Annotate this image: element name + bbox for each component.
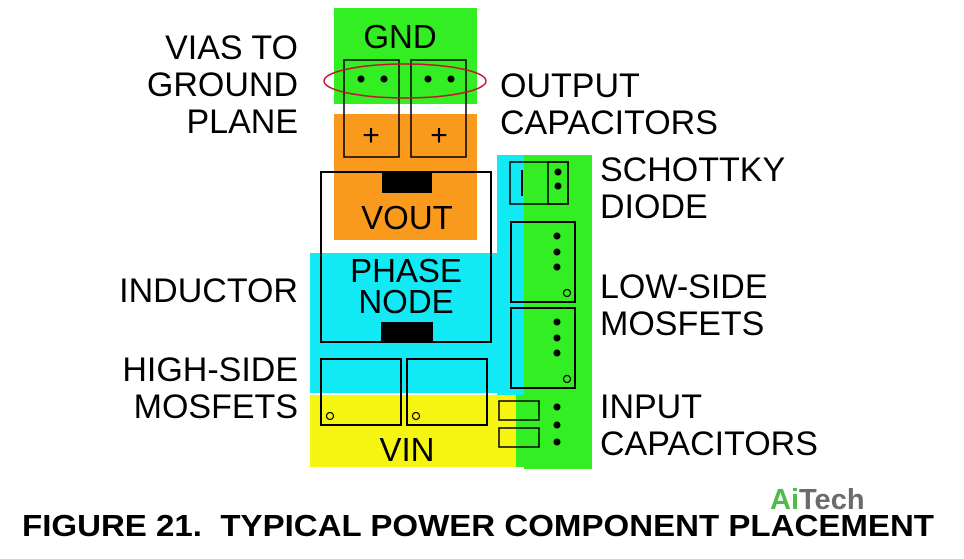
pin1-marker <box>411 411 421 421</box>
label-lowside-line1: LOW-SIDE <box>600 268 768 306</box>
via-dot <box>357 75 365 83</box>
high-side-mosfet-right <box>406 358 488 426</box>
figure-caption: FIGURE 21. TYPICAL POWER COMPONENT PLACE… <box>22 508 934 543</box>
via-dot <box>380 75 388 83</box>
label-output-line1: OUTPUT <box>500 67 640 105</box>
label-vias-line1: VIAS TO <box>165 29 298 67</box>
via-dot <box>424 75 432 83</box>
vout-zone-label: VOUT <box>361 199 453 236</box>
label-highside-line2: MOSFETS <box>134 388 298 426</box>
logo-tech-text: Tech <box>799 484 865 516</box>
output-capacitor-left <box>343 59 400 158</box>
gnd-zone-right-strip <box>516 395 526 467</box>
via-dot <box>554 168 562 176</box>
via-dot <box>553 421 561 429</box>
via-highlight-ring <box>323 63 487 99</box>
low-side-mosfet-bottom <box>510 307 576 389</box>
schottky-pad <box>547 161 569 205</box>
phase-node-label-line1: PHASE <box>350 252 462 289</box>
via-dot <box>553 438 561 446</box>
vin-zone <box>310 395 516 467</box>
low-side-mosfet-top <box>510 221 576 303</box>
input-capacitor-top <box>498 400 540 421</box>
inductor-pad-top <box>382 173 432 193</box>
via-dot <box>553 232 561 240</box>
via-dot <box>553 334 561 342</box>
via-dot <box>553 263 561 271</box>
logo-ai-text: Ai <box>770 484 799 516</box>
label-vias-line3: PLANE <box>187 103 299 141</box>
via-dot <box>553 403 561 411</box>
label-highside-line1: HIGH-SIDE <box>122 351 298 389</box>
gnd-zone-label: GND <box>363 18 436 55</box>
label-input-line1: INPUT <box>600 388 702 426</box>
pin1-marker <box>562 288 572 298</box>
via-dot <box>553 248 561 256</box>
pin1-marker <box>325 411 335 421</box>
via-dot <box>553 318 561 326</box>
label-input-line2: CAPACITORS <box>600 425 818 463</box>
input-capacitor-bottom <box>498 427 540 448</box>
inductor-pad-bottom <box>381 322 433 342</box>
via-dot <box>554 182 562 190</box>
phase-node-label-line2: NODE <box>358 283 453 320</box>
gnd-zone-top <box>334 8 477 104</box>
gnd-zone-right <box>524 155 592 469</box>
plus-symbol: + <box>430 119 448 152</box>
pin1-marker <box>562 374 572 384</box>
via-dot <box>447 75 455 83</box>
label-inductor: INDUCTOR <box>119 272 298 310</box>
output-capacitor-right <box>410 59 467 158</box>
vin-zone-label: VIN <box>379 431 434 468</box>
label-output-line2: CAPACITORS <box>500 104 718 142</box>
label-schottky-line2: DIODE <box>600 188 708 226</box>
via-dot <box>553 349 561 357</box>
label-schottky-line1: SCHOTTKY <box>600 151 785 189</box>
high-side-mosfet-left <box>320 358 402 426</box>
label-vias-line2: GROUND <box>147 66 298 104</box>
label-lowside-line2: MOSFETS <box>600 305 764 343</box>
aitech-logo: AiTech <box>770 484 865 516</box>
ground-vias <box>357 75 455 83</box>
plus-symbol: + <box>362 119 380 152</box>
